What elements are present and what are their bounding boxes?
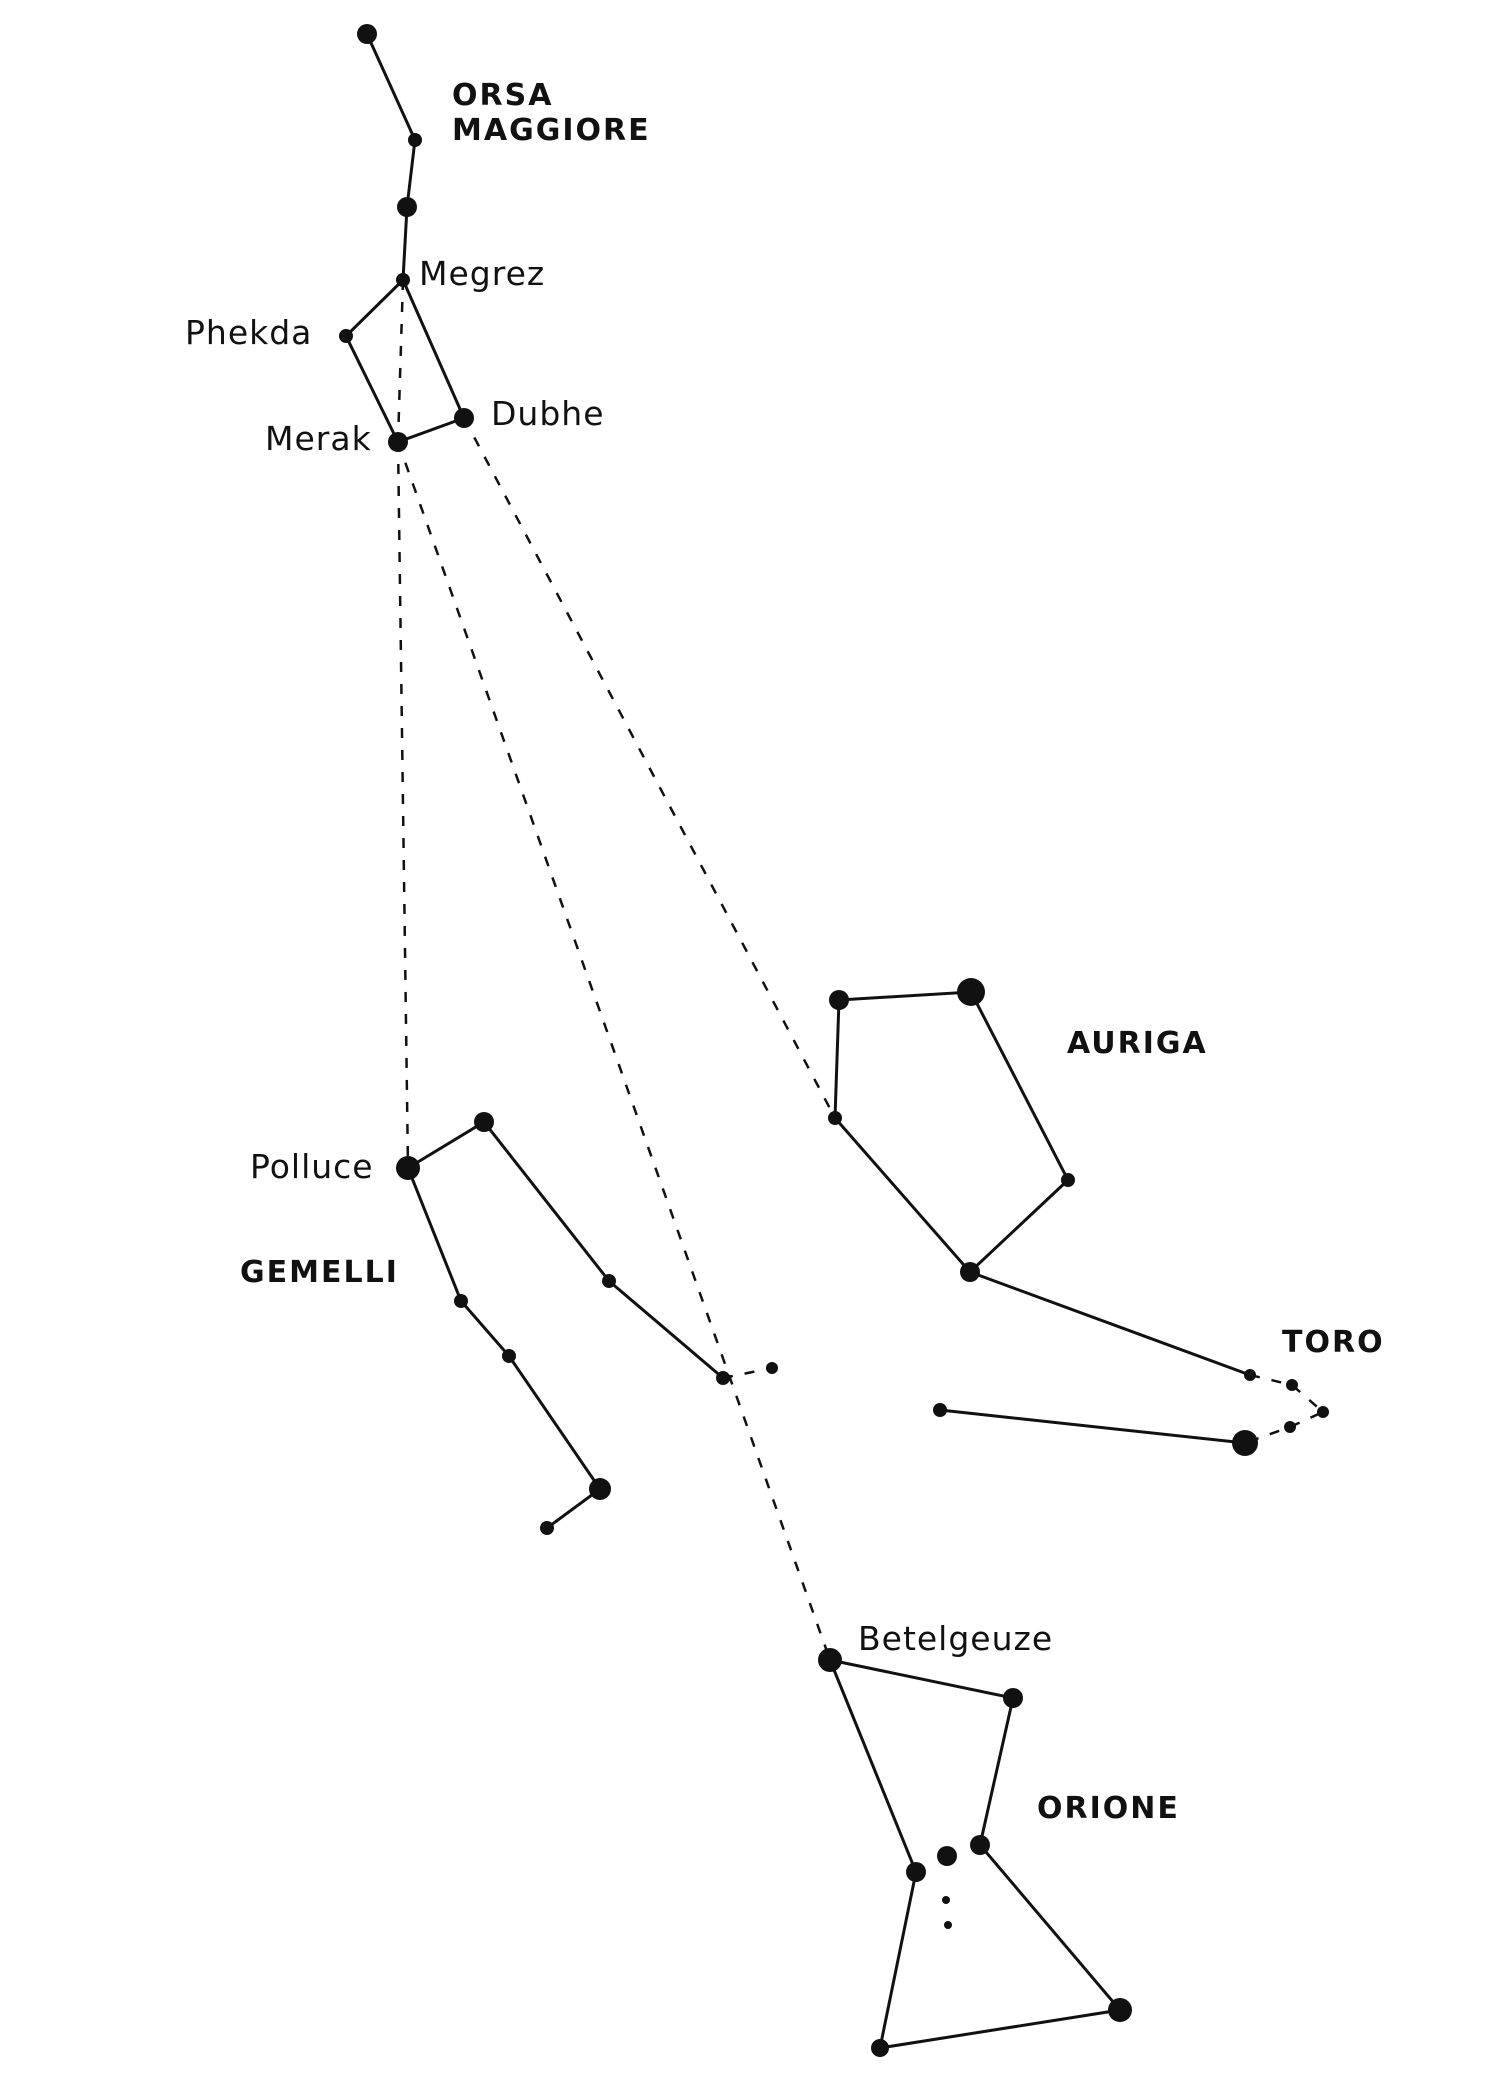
star-ursa-3 — [397, 197, 417, 217]
label-polluce: Polluce — [250, 1147, 374, 1186]
toro-lines — [939, 1270, 1251, 1445]
star-auriga-capella — [957, 978, 985, 1006]
stars — [339, 24, 1329, 2057]
star-auriga-4 — [828, 1111, 842, 1125]
star-gemelli-7 — [540, 1521, 554, 1535]
label-phekda: Phekda — [185, 313, 312, 352]
pointer-merak-polluce — [396, 441, 410, 1169]
star-ursa-1 — [357, 24, 377, 44]
label-megrez: Megrez — [419, 254, 545, 293]
star-toro-2 — [1286, 1379, 1298, 1391]
star-ursa-2 — [408, 133, 422, 147]
star-belt-2 — [937, 1846, 957, 1866]
label-orione: ORIONE — [1037, 1791, 1180, 1826]
star-megrez — [396, 273, 410, 287]
star-phekda — [339, 329, 353, 343]
star-merak — [388, 432, 408, 452]
pointer-toro-arc — [1244, 1373, 1326, 1445]
star-toro-4 — [1284, 1421, 1296, 1433]
star-saiph — [871, 2039, 889, 2057]
star-polluce — [396, 1156, 420, 1180]
pointer-merak-betelgeuze — [396, 441, 832, 1661]
pointer-gemelli-star — [722, 1366, 773, 1380]
gemelli-lines — [406, 1120, 724, 1530]
star-gemelli-1 — [602, 1274, 616, 1288]
star-gemelli-2 — [716, 1371, 730, 1385]
orsa-maggiore-lines — [344, 33, 467, 444]
star-auriga-2 — [1061, 1173, 1075, 1187]
orione-lines — [828, 1658, 1123, 2050]
star-bellatrix — [1003, 1688, 1023, 1708]
pointer-lines — [396, 279, 1326, 1661]
label-merak: Merak — [265, 419, 372, 458]
star-toro-3 — [1317, 1406, 1329, 1418]
pointer-megrez-merak — [396, 279, 405, 443]
star-auriga-3 — [960, 1262, 980, 1282]
label-orsa: ORSA — [452, 78, 553, 113]
star-betelgeuze — [818, 1648, 842, 1672]
star-belt-3 — [970, 1835, 990, 1855]
star-castore — [474, 1112, 494, 1132]
star-toro-aldebaran — [1232, 1430, 1258, 1456]
label-maggiore: MAGGIORE — [452, 113, 651, 148]
auriga-lines — [833, 990, 1070, 1275]
star-sword-2 — [944, 1921, 952, 1929]
star-gemelli-5 — [502, 1349, 516, 1363]
label-gemelli: GEMELLI — [240, 1255, 399, 1290]
star-gemelli-3 — [766, 1362, 778, 1374]
star-toro-5 — [933, 1403, 947, 1417]
labels: ORSA MAGGIORE Megrez Phekda Merak Dubhe … — [185, 78, 1385, 1826]
star-toro-1 — [1244, 1369, 1256, 1381]
star-belt-1 — [906, 1862, 926, 1882]
star-sword-1 — [942, 1896, 950, 1904]
label-dubhe: Dubhe — [491, 394, 605, 433]
label-betelgeuze: Betelgeuze — [858, 1619, 1053, 1658]
star-gemelli-4 — [454, 1294, 468, 1308]
label-auriga: AURIGA — [1067, 1026, 1208, 1061]
star-rigel — [1108, 1998, 1132, 2022]
star-gemelli-6 — [589, 1478, 611, 1500]
pointer-dubhe-auriga — [462, 417, 837, 1119]
star-dubhe — [454, 408, 474, 428]
star-auriga-1 — [829, 990, 849, 1010]
label-toro: TORO — [1282, 1325, 1385, 1360]
